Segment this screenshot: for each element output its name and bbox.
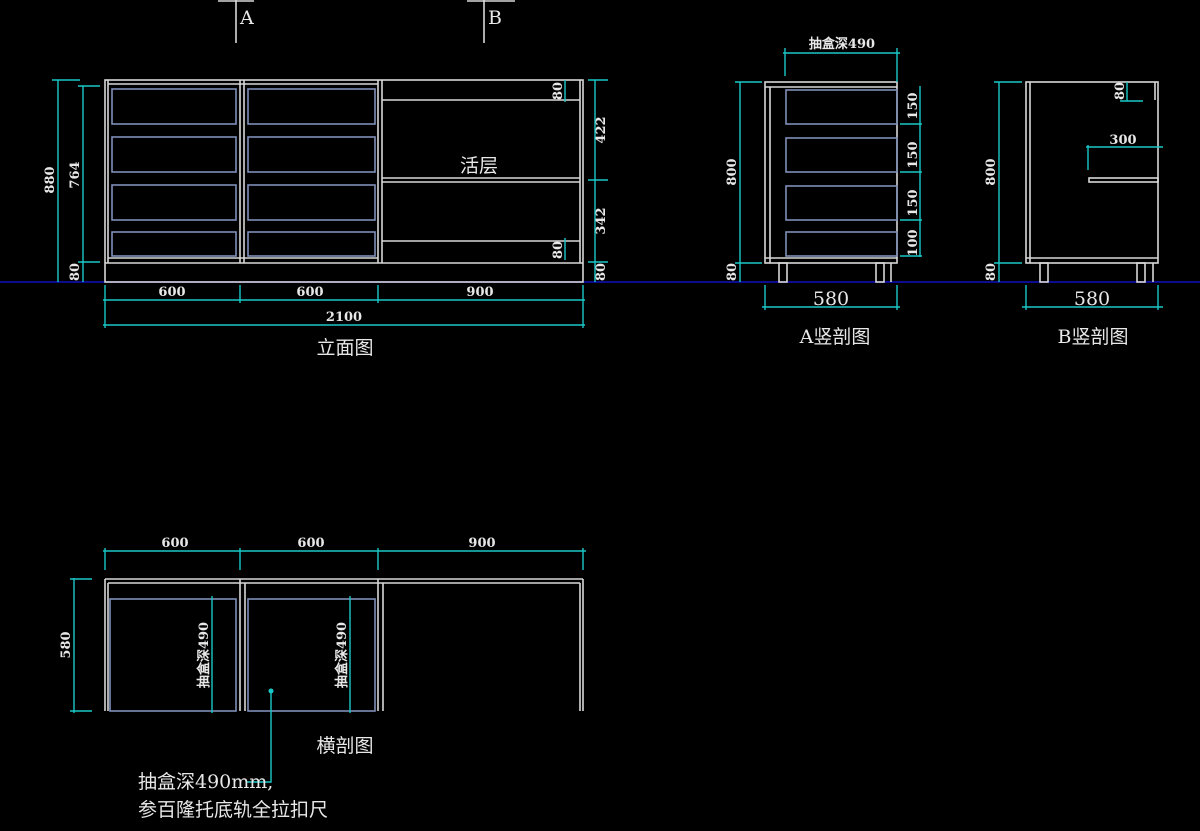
- dim-base-right: 80: [594, 263, 609, 281]
- dim-b-depth: 580: [1074, 288, 1110, 310]
- plan-dim-w1: 600: [161, 536, 188, 551]
- dim-top-rail: 80: [551, 82, 566, 100]
- shelf-label: 活层: [460, 155, 498, 177]
- dim-a-depth: 580: [813, 288, 849, 310]
- section-b-view: 80 300 800 80 580 B竖剖图: [984, 81, 1163, 348]
- plan-title: 横剖图: [316, 735, 373, 757]
- dim-b-height: 800: [984, 158, 999, 185]
- dim-drawer-2: 150: [906, 141, 921, 168]
- section-marker-b: B: [467, 0, 515, 43]
- plan-dim-depth: 580: [59, 631, 74, 658]
- dim-a-base: 80: [725, 263, 740, 281]
- dim-w3: 900: [466, 285, 493, 300]
- dim-a-height: 800: [725, 158, 740, 185]
- dim-drawer-1: 150: [906, 92, 921, 119]
- section-marker-a: A: [218, 0, 254, 43]
- dim-drawer-depth: 抽盒深490: [809, 36, 875, 52]
- leveling-foot-icon: [778, 262, 892, 283]
- plan-dim-drawer-2: 抽盒深490: [334, 622, 350, 688]
- plan-note-line-2: 参百隆托底轨全拉扣尺: [138, 799, 328, 821]
- section-marker-b-label: B: [488, 7, 502, 29]
- elevation-view: 活层 880 764 80 422 342 80 80 80 600 600 9…: [43, 79, 609, 359]
- plan-note-line-1: 抽盒深490mm,: [138, 771, 273, 793]
- leveling-foot-icon: [1039, 262, 1154, 283]
- dim-b-shelf: 300: [1109, 133, 1136, 148]
- plan-dim-w3: 900: [468, 536, 495, 551]
- section-marker-a-label: A: [239, 7, 254, 29]
- dim-upper-open: 422: [594, 116, 609, 143]
- dim-bottom-rail: 80: [551, 241, 566, 259]
- section-a-view: 抽盒深490 800 80 150 150 150 100 580 A竖剖图: [725, 36, 922, 348]
- dim-drawer-3: 150: [906, 189, 921, 216]
- dim-total-height: 880: [43, 166, 58, 193]
- section-a-title: A竖剖图: [799, 326, 871, 348]
- dim-body-height: 764: [68, 161, 83, 188]
- dim-lower-open: 342: [594, 207, 609, 234]
- dim-b-base: 80: [984, 263, 999, 281]
- section-b-title: B竖剖图: [1058, 326, 1129, 348]
- dim-base-left: 80: [68, 263, 83, 281]
- dim-w2: 600: [296, 285, 323, 300]
- plan-dim-drawer-1: 抽盒深490: [196, 622, 212, 688]
- dim-total-width: 2100: [326, 310, 362, 325]
- elevation-title: 立面图: [316, 337, 373, 359]
- plan-view: 600 600 900 580 抽盒深490 抽盒深490 横剖图 抽盒深490…: [59, 536, 586, 821]
- dim-b-top: 80: [1113, 82, 1128, 100]
- plan-dim-w2: 600: [297, 536, 324, 551]
- leader-line: [246, 691, 272, 783]
- dim-drawer-4: 100: [906, 229, 921, 256]
- dim-w1: 600: [158, 285, 185, 300]
